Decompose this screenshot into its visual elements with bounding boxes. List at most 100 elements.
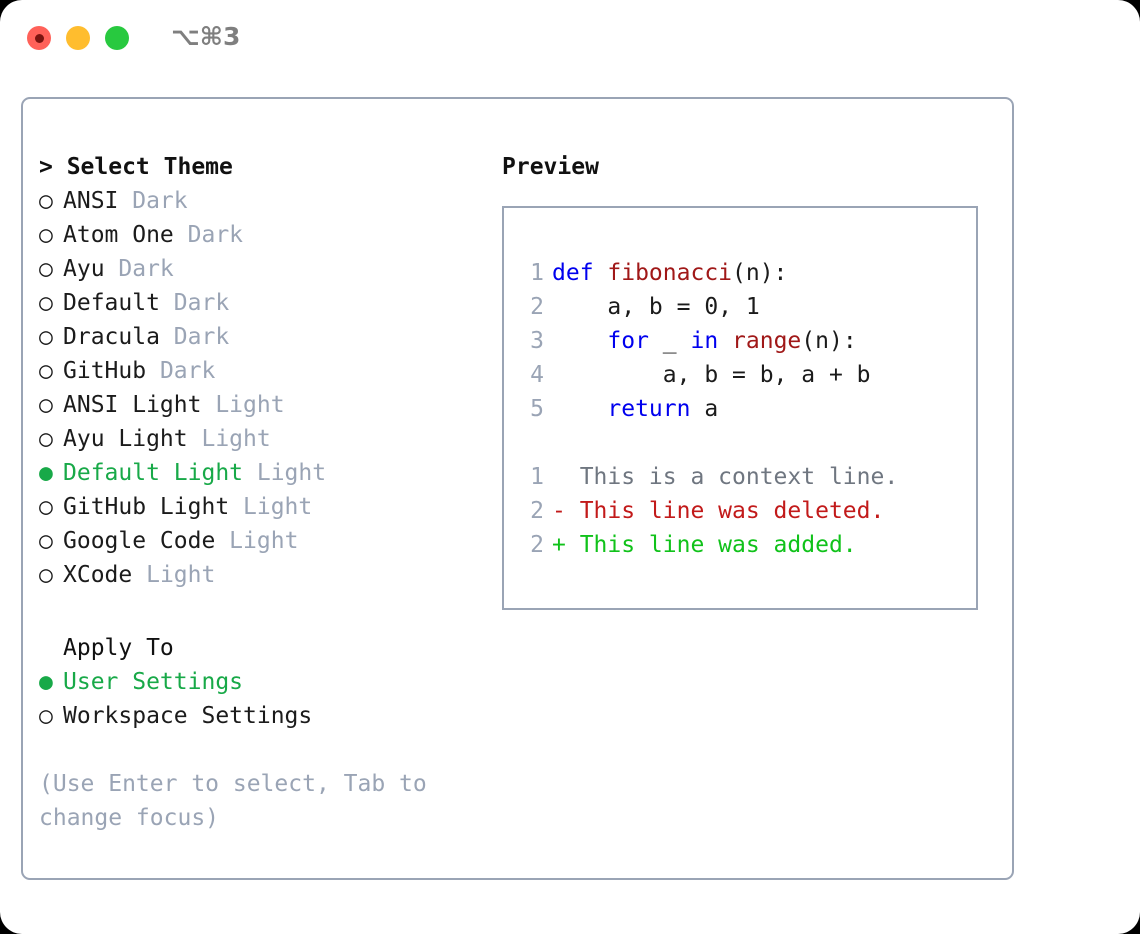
radio-selected-icon: ●	[39, 460, 53, 486]
theme-variant-badge: Dark	[159, 324, 230, 350]
theme-list-item[interactable]: ● Default Light Light	[39, 456, 494, 490]
diff-line: 2 - This line was deleted.	[504, 494, 976, 528]
section-gap	[39, 592, 494, 631]
theme-variant-badge: Light	[243, 460, 327, 486]
code-token: range	[732, 328, 802, 354]
theme-list-item[interactable]: ○ Default Dark	[39, 286, 494, 320]
diff-text: + This line was added.	[552, 532, 857, 558]
keyboard-shortcut-label: ⌥⌘3	[171, 22, 241, 51]
theme-variant-badge: Dark	[173, 222, 244, 248]
title-bar: ⌥⌘3	[0, 0, 1140, 78]
theme-variant-badge: Dark	[118, 188, 188, 214]
theme-list-item[interactable]: ○XCode Light	[39, 558, 494, 592]
theme-variant-badge: Dark	[104, 256, 174, 282]
code-line: 1 def fibonacci(n):	[504, 256, 976, 290]
theme-name: Atom One	[63, 222, 174, 248]
radio-unselected-icon: ○	[39, 290, 53, 316]
code-token: fibonacci	[607, 260, 733, 286]
code-token: a, b = b, a + b	[552, 362, 871, 388]
code-diff-gap	[504, 426, 976, 460]
main-panel: > Select Theme ○ANSI Dark○Atom One Dark○…	[21, 97, 1014, 880]
code-token	[718, 328, 732, 354]
theme-name: Default Light	[63, 460, 244, 486]
apply-to-item[interactable]: ● User Settings	[39, 665, 494, 699]
code-line: 3 for _ in range(n):	[504, 324, 976, 358]
preview-title: Preview	[502, 154, 599, 180]
theme-name: XCode	[63, 562, 133, 588]
apply-to-item[interactable]: ○ Workspace Settings	[39, 699, 494, 733]
diff-text: - This line was deleted.	[552, 498, 885, 524]
theme-variant-badge: Dark	[146, 358, 216, 384]
radio-unselected-icon: ○	[39, 358, 53, 384]
line-number: 3	[530, 328, 544, 354]
radio-selected-icon: ●	[39, 669, 53, 695]
code-token: def	[552, 260, 608, 286]
theme-list-item[interactable]: ○Dracula Dark	[39, 320, 494, 354]
theme-variant-badge: Dark	[159, 290, 230, 316]
code-line: 5 return a	[504, 392, 976, 426]
minimize-window-icon[interactable]	[66, 26, 90, 50]
radio-unselected-icon: ○	[39, 562, 53, 588]
line-number: 2	[530, 498, 544, 524]
theme-name: ANSI Light	[63, 392, 202, 418]
theme-list-item[interactable]: ○Google Code Light	[39, 524, 494, 558]
line-number: 1	[530, 260, 544, 286]
radio-unselected-icon: ○	[39, 703, 53, 729]
diff-text: This is a context line.	[552, 464, 899, 490]
line-number: 2	[530, 294, 544, 320]
theme-name: Google Code	[63, 528, 216, 554]
diff-sample: 1 This is a context line. 2 - This line wa…	[504, 460, 976, 562]
code-token: a	[690, 396, 719, 422]
maximize-window-icon[interactable]	[105, 26, 129, 50]
line-number: 4	[530, 362, 544, 388]
code-line: 2 a, b = 0, 1	[504, 290, 976, 324]
radio-unselected-icon: ○	[39, 426, 53, 452]
theme-name: Default	[63, 290, 160, 316]
apply-to-list[interactable]: ● User Settings ○ Workspace Settings	[39, 665, 494, 733]
radio-unselected-icon: ○	[39, 188, 53, 214]
code-token: _	[648, 328, 691, 354]
traffic-lights	[27, 26, 129, 50]
theme-name: GitHub Light	[63, 494, 230, 520]
line-number: 2	[530, 532, 544, 558]
theme-name: ANSI	[63, 188, 119, 214]
radio-unselected-icon: ○	[39, 324, 53, 350]
code-line: 4 a, b = b, a + b	[504, 358, 976, 392]
code-token: return	[607, 396, 691, 422]
radio-unselected-icon: ○	[39, 392, 53, 418]
theme-picker-column: > Select Theme ○ANSI Dark○Atom One Dark○…	[39, 150, 494, 835]
theme-list-item[interactable]: ○GitHub Light Light	[39, 490, 494, 524]
select-theme-header: > Select Theme	[39, 154, 233, 180]
line-number: 1	[530, 464, 544, 490]
close-window-icon[interactable]	[27, 26, 51, 50]
code-token: a, b = 0, 1	[552, 294, 760, 320]
theme-list[interactable]: ○ANSI Dark○Atom One Dark○Ayu Dark○Defaul…	[39, 184, 494, 592]
code-token: in	[690, 328, 719, 354]
apply-to-label: Workspace Settings	[63, 703, 313, 729]
theme-list-item[interactable]: ○ ANSI Dark	[39, 184, 494, 218]
keyboard-hint-text: (Use Enter to select, Tab to change focu…	[39, 771, 427, 831]
hint-gap	[39, 733, 494, 767]
radio-unselected-icon: ○	[39, 494, 53, 520]
theme-name: Ayu	[63, 256, 105, 282]
code-token: (n):	[732, 260, 788, 286]
theme-list-item[interactable]: ○Ayu Light Light	[39, 422, 494, 456]
theme-list-item[interactable]: ○Atom One Dark	[39, 218, 494, 252]
diff-line: 1 This is a context line.	[504, 460, 976, 494]
diff-line: 2 + This line was added.	[504, 528, 976, 562]
apply-to-header: Apply To	[63, 635, 174, 661]
theme-list-item[interactable]: ○ Ayu Dark	[39, 252, 494, 286]
theme-name: GitHub	[63, 358, 147, 384]
code-token	[552, 396, 607, 422]
theme-variant-badge: Light	[187, 426, 271, 452]
apply-to-label: User Settings	[63, 669, 244, 695]
radio-unselected-icon: ○	[39, 256, 53, 282]
theme-list-item[interactable]: ○ANSI Light Light	[39, 388, 494, 422]
line-number: 5	[530, 396, 544, 422]
theme-list-item[interactable]: ○ GitHub Dark	[39, 354, 494, 388]
code-token: (n):	[801, 328, 857, 354]
